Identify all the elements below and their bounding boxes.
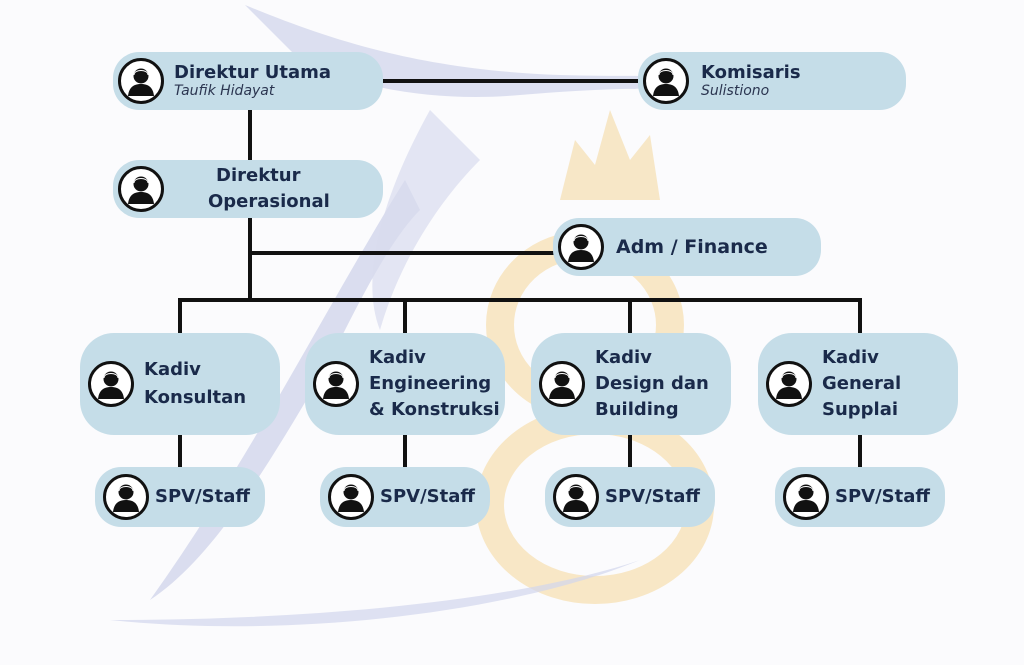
staff-label: SPV/Staff xyxy=(155,486,250,507)
direktur-utama-name: Taufik Hidayat xyxy=(174,82,275,99)
komisaris-name: Sulistiono xyxy=(701,82,770,99)
node-staff-engineering: SPV/Staff xyxy=(320,467,490,527)
kadiv-line: Kadiv xyxy=(595,347,652,368)
node-kadiv-design: Kadiv Design dan Building xyxy=(531,333,731,435)
node-direktur-operasional: Direktur Operasional xyxy=(113,160,383,218)
person-icon xyxy=(643,58,689,104)
direktur-operasional-line2: Operasional xyxy=(208,191,330,212)
kadiv-line: Design dan xyxy=(595,373,709,394)
person-icon xyxy=(328,474,374,520)
person-icon xyxy=(553,474,599,520)
person-icon xyxy=(558,224,604,270)
person-icon xyxy=(118,166,164,212)
kadiv-line: Kadiv xyxy=(822,347,879,368)
node-kadiv-engineering: Kadiv Engineering & Konstruksi xyxy=(305,333,505,435)
kadiv-line: Kadiv xyxy=(144,359,201,380)
person-icon xyxy=(103,474,149,520)
person-icon xyxy=(783,474,829,520)
direktur-utama-title: Direktur Utama xyxy=(174,61,331,83)
kadiv-line: Supplai xyxy=(822,399,899,420)
person-icon xyxy=(118,58,164,104)
staff-label: SPV/Staff xyxy=(605,486,700,507)
person-icon xyxy=(539,361,585,407)
staff-label: SPV/Staff xyxy=(835,486,930,507)
person-icon xyxy=(313,361,359,407)
staff-label: SPV/Staff xyxy=(380,486,475,507)
node-adm-finance: Adm / Finance xyxy=(553,218,821,276)
kadiv-line: Kadiv xyxy=(369,347,426,368)
adm-finance-title: Adm / Finance xyxy=(616,236,768,258)
node-staff-konsultan: SPV/Staff xyxy=(95,467,265,527)
kadiv-line: General xyxy=(822,373,902,394)
node-kadiv-konsultan: Kadiv Konsultan xyxy=(80,333,280,435)
node-kadiv-general: Kadiv General Supplai xyxy=(758,333,958,435)
direktur-operasional-line1: Direktur xyxy=(216,165,301,186)
kadiv-line: & Konstruksi xyxy=(369,399,500,420)
node-staff-design: SPV/Staff xyxy=(545,467,715,527)
person-icon xyxy=(88,361,134,407)
node-komisaris: Komisaris Sulistiono xyxy=(638,52,906,110)
person-icon xyxy=(766,361,812,407)
node-direktur-utama: Direktur Utama Taufik Hidayat xyxy=(113,52,383,110)
kadiv-line: Building xyxy=(595,399,679,420)
kadiv-line: Engineering xyxy=(369,373,492,394)
komisaris-title: Komisaris xyxy=(701,61,801,83)
kadiv-line: Konsultan xyxy=(144,387,247,408)
node-staff-general: SPV/Staff xyxy=(775,467,945,527)
